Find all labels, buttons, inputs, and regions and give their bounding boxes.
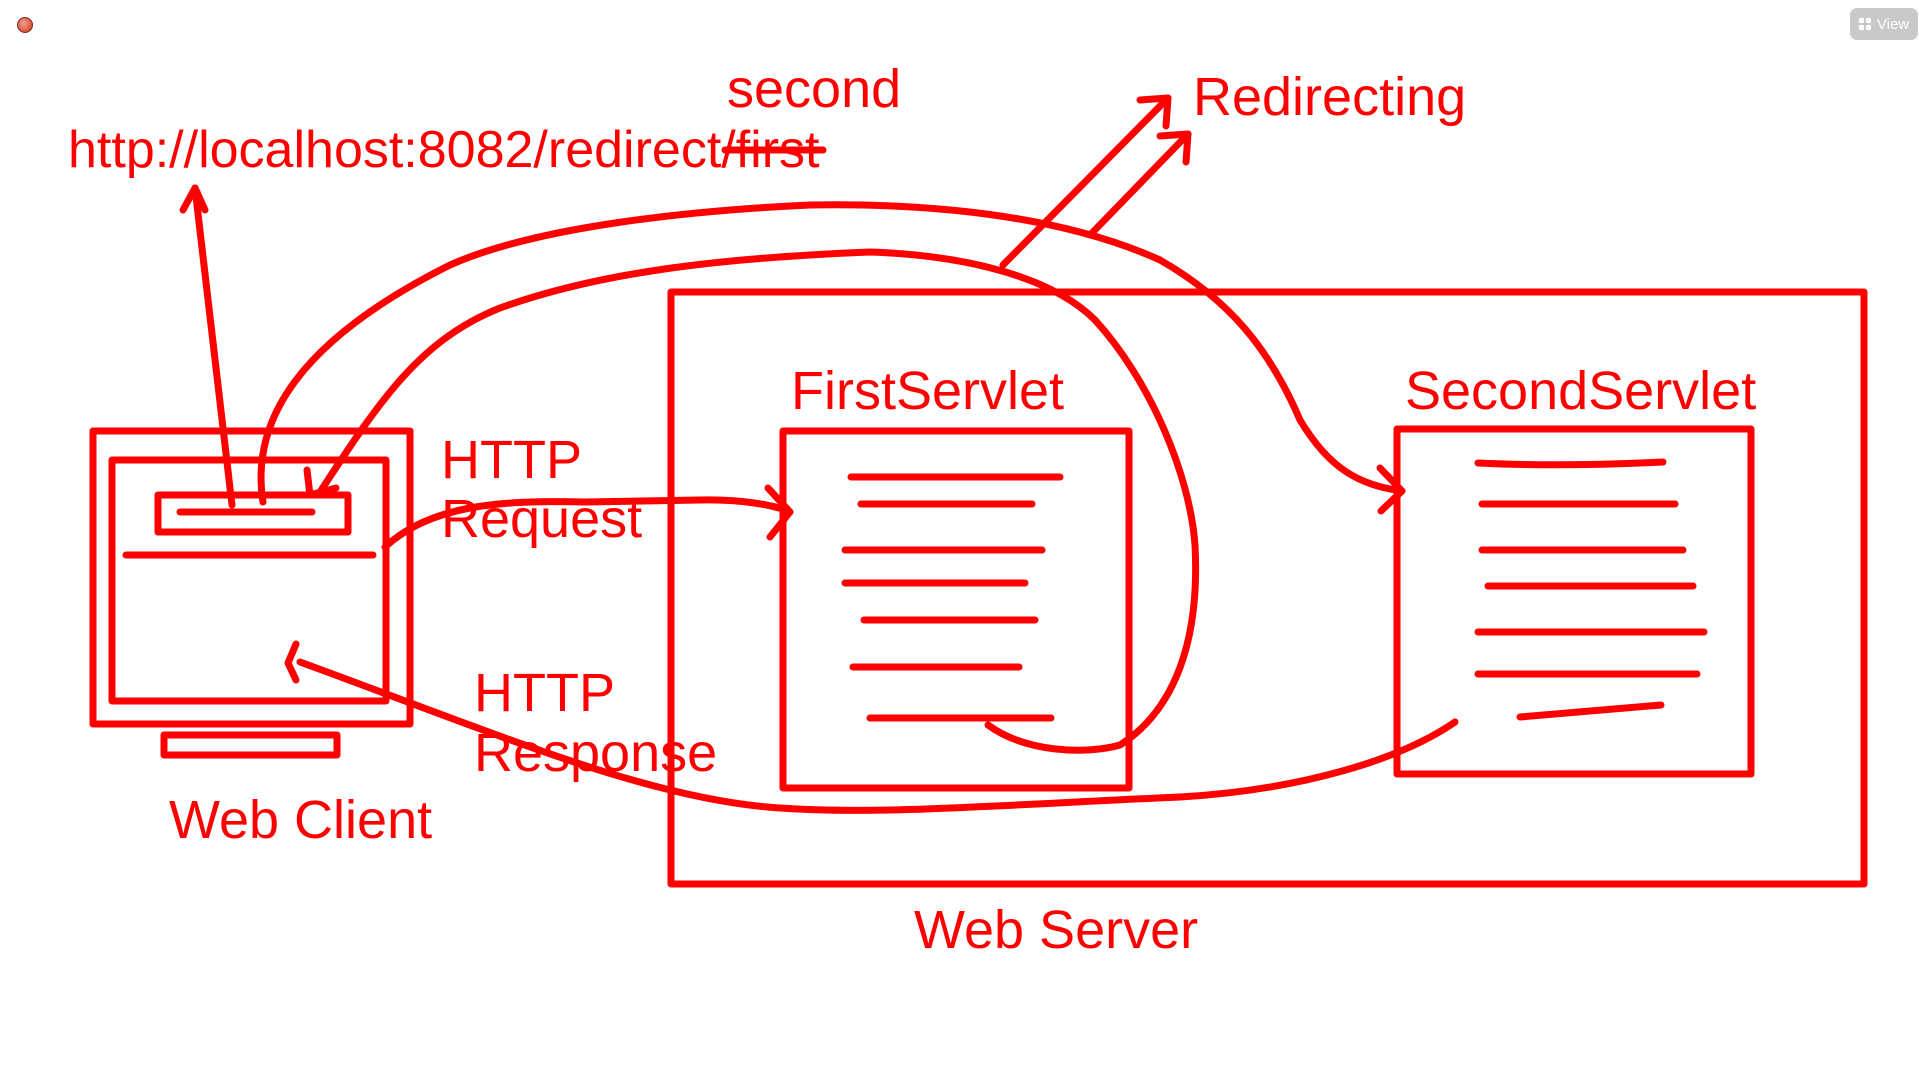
second-servlet-box — [1393, 425, 1755, 778]
monitor-screen — [108, 456, 390, 705]
replacement-path-label: second — [727, 59, 902, 119]
http-response-label-line1: HTTP — [474, 663, 615, 723]
first-servlet-document — [779, 427, 1133, 792]
http-request-arrow — [381, 484, 794, 551]
code-line — [1474, 458, 1667, 469]
redirect-url-label: http://localhost:8082/redirect/first — [68, 124, 820, 176]
http-response-label-line2: Response — [474, 723, 718, 783]
web-client-computer — [89, 427, 414, 759]
web-server-label: Web Server — [914, 900, 1199, 960]
http-request-label-line2: Request — [441, 489, 643, 549]
redirecting-label: Redirecting — [1193, 67, 1467, 127]
first-servlet-label: FirstServlet — [791, 361, 1065, 421]
record-indicator-icon — [17, 17, 33, 33]
url-struck-segment: first — [735, 121, 820, 179]
redirecting-arrows — [999, 94, 1192, 269]
monitor-stand — [160, 731, 341, 759]
grid-icon — [1858, 18, 1871, 30]
first-servlet-box — [779, 427, 1133, 792]
http-request-label-line1: HTTP — [441, 430, 582, 490]
second-servlet-label: SecondServlet — [1405, 361, 1757, 421]
url-pointer-arrow — [179, 184, 236, 509]
second-request-arrow — [257, 201, 1406, 515]
browser-address-bar — [154, 491, 352, 536]
http-response-arrow — [284, 640, 1459, 814]
monitor-outer-frame — [89, 427, 414, 728]
web-client-label: Web Client — [169, 790, 433, 850]
code-line — [1516, 701, 1665, 721]
view-button-label: View — [1876, 15, 1910, 33]
web-server-box — [667, 288, 1868, 888]
second-servlet-document — [1393, 425, 1755, 778]
redirect-response-arrow — [303, 248, 1200, 754]
view-button[interactable]: View — [1850, 8, 1918, 40]
url-prefix: http://localhost:8082/redirect/ — [68, 121, 736, 179]
